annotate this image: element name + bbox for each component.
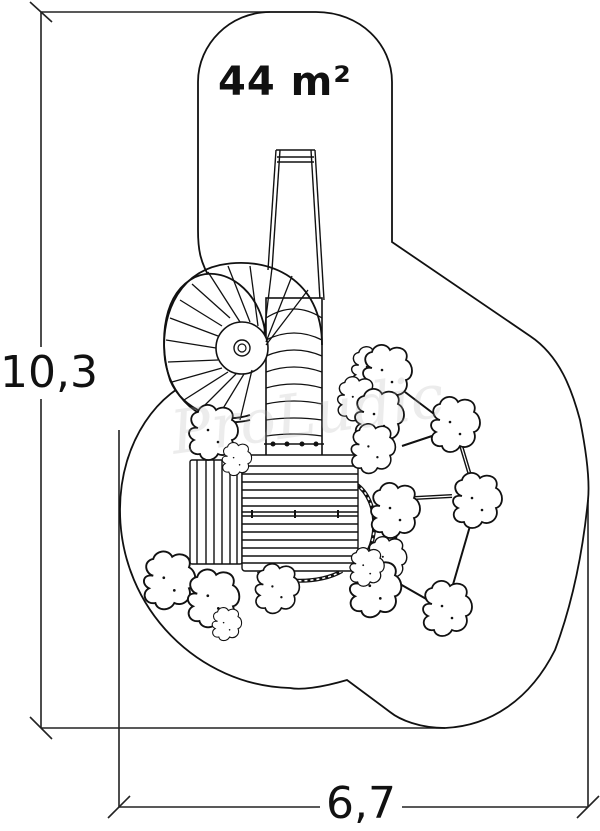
tube-slide	[265, 297, 323, 459]
width-dimension-label: 6,7	[320, 782, 402, 826]
platform-rail	[264, 441, 324, 447]
side-panel	[189, 459, 243, 565]
spiral-slide	[163, 261, 323, 424]
ladder	[267, 149, 325, 301]
area-label: 44 m²	[218, 59, 352, 105]
height-dimension-label: 10,3	[0, 347, 98, 399]
platform-deck	[241, 454, 359, 572]
